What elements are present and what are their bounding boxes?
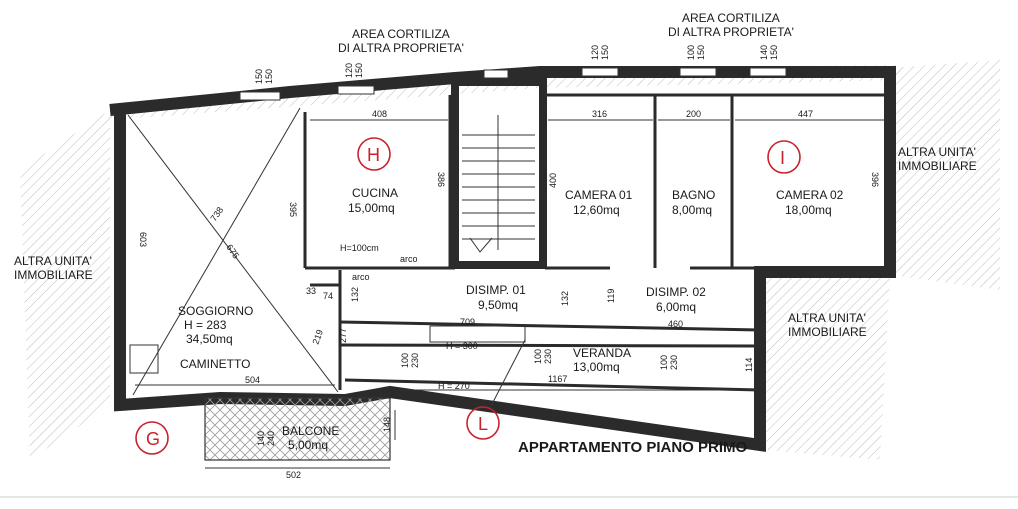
area-top-right-line2: DI ALTRA PROPRIETA' <box>668 25 794 39</box>
disimp02-area: 6,00mq <box>656 300 696 314</box>
dim-316: 316 <box>592 109 607 119</box>
altra-mid-line2: IMMOBILIARE <box>788 325 867 339</box>
badge-i: I <box>767 140 801 174</box>
dim-w100-a: 100 <box>686 45 696 60</box>
dim-132-a: 132 <box>350 287 360 302</box>
dim-148: 148 <box>382 417 392 432</box>
dim-277: 277 <box>338 328 348 343</box>
dim-386: 386 <box>436 172 446 187</box>
dim-w120-b: 120 <box>590 45 600 60</box>
cucina-area: 15,00mq <box>348 201 395 215</box>
dim-arco-a: arco <box>400 254 418 264</box>
dim-h100cm: H=100cm <box>340 243 379 253</box>
altra-right-line2: IMMOBILIARE <box>898 159 977 173</box>
svg-text:I: I <box>780 148 785 168</box>
dim-504: 504 <box>245 375 260 385</box>
camera02-area: 18,00mq <box>785 203 832 217</box>
dim-396: 396 <box>870 172 880 187</box>
dim-100-a: 100 <box>400 353 410 368</box>
disimp02-name: DISIMP. 02 <box>646 285 706 299</box>
dim-114: 114 <box>744 358 754 372</box>
dim-219: 219 <box>310 328 325 346</box>
svg-text:G: G <box>146 429 160 449</box>
dim-140: 140 <box>256 431 266 446</box>
dim-447: 447 <box>798 109 813 119</box>
balcone-name: BALCONE <box>282 424 339 438</box>
altra-mid-line1: ALTRA UNITA' <box>788 311 866 325</box>
balcone-area <box>204 397 391 461</box>
dim-100-c: 100 <box>659 355 669 370</box>
dim-1167: 1167 <box>548 374 567 384</box>
dimension-lines <box>135 119 885 469</box>
dim-100-b: 100 <box>533 349 543 364</box>
svg-text:H: H <box>367 145 380 165</box>
hatch-right <box>890 60 1000 290</box>
dim-33: 33 <box>306 286 316 296</box>
stair-block <box>451 78 547 269</box>
dim-230-c: 230 <box>669 355 679 370</box>
dim-709: 709 <box>460 317 475 327</box>
dim-w150-d: 150 <box>600 45 610 60</box>
dim-603: 603 <box>138 232 148 247</box>
soggiorno-diagonal-2 <box>132 107 301 396</box>
badge-l: L <box>466 339 526 440</box>
plan-title: APPARTAMENTO PIANO PRIMO <box>518 439 748 456</box>
top-windows <box>239 67 787 101</box>
bagno-name: BAGNO <box>672 188 715 202</box>
dim-738: 738 <box>208 205 225 223</box>
hatch-mid <box>765 270 890 460</box>
balcone-area-label: 5,00mq <box>288 438 328 452</box>
area-top-left-line1: AREA CORTILIZA <box>352 27 450 41</box>
partitions <box>129 93 890 392</box>
camera01-name: CAMERA 01 <box>565 188 633 202</box>
disimp01-area: 9,50mq <box>478 298 518 312</box>
badge-h: H <box>357 137 391 171</box>
dim-74: 74 <box>323 291 333 301</box>
soggiorno-height: H = 283 <box>184 318 227 332</box>
dim-w150-e: 150 <box>696 45 706 60</box>
altra-left-line1: ALTRA UNITA' <box>14 254 92 268</box>
dim-w140-a: 140 <box>759 45 769 60</box>
dim-400: 400 <box>548 173 558 188</box>
dim-200: 200 <box>686 109 701 119</box>
dim-240: 240 <box>266 431 276 446</box>
veranda-name: VERANDA <box>573 346 631 360</box>
caminetto-label: CAMINETTO <box>180 357 250 371</box>
hatch-left <box>20 110 110 460</box>
stair-steps <box>462 115 535 253</box>
disimp01-name: DISIMP. 01 <box>466 283 526 297</box>
dim-395: 395 <box>288 202 298 217</box>
dim-132-b: 132 <box>560 291 570 306</box>
dim-w150-a: 150 <box>254 69 264 84</box>
dim-119: 119 <box>606 289 616 303</box>
hatch-top <box>110 65 900 120</box>
dim-w120-a: 120 <box>344 63 354 78</box>
soggiorno-name: SOGGIORNO <box>178 304 253 318</box>
dim-230-b: 230 <box>543 349 553 364</box>
dim-w150-f: 150 <box>769 45 779 60</box>
camera02-name: CAMERA 02 <box>776 188 844 202</box>
dim-h300: H = 300 <box>446 341 478 351</box>
dim-230-a: 230 <box>410 353 420 368</box>
veranda-area: 13,00mq <box>573 360 620 374</box>
altra-left-line2: IMMOBILIARE <box>14 268 93 282</box>
soggiorno-area: 34,50mq <box>186 332 233 346</box>
dim-408: 408 <box>372 109 387 119</box>
area-top-left-line2: DI ALTRA PROPRIETA' <box>338 41 464 55</box>
dim-w150-c: 150 <box>354 63 364 78</box>
dim-460: 460 <box>668 319 683 329</box>
bagno-area: 8,00mq <box>672 203 712 217</box>
svg-text:L: L <box>478 414 488 434</box>
dim-502: 502 <box>286 470 301 480</box>
dim-w150-b: 150 <box>264 69 274 84</box>
badge-g: G <box>135 421 169 455</box>
cucina-name: CUCINA <box>352 186 398 200</box>
soggiorno-diagonal-1 <box>127 114 339 393</box>
dim-h270: H = 270 <box>438 381 470 391</box>
camera01-area: 12,60mq <box>573 203 620 217</box>
altra-right-line1: ALTRA UNITA' <box>898 145 976 159</box>
area-top-right-line1: AREA CORTILIZA <box>682 11 780 25</box>
dim-arco-b: arco <box>352 272 370 282</box>
